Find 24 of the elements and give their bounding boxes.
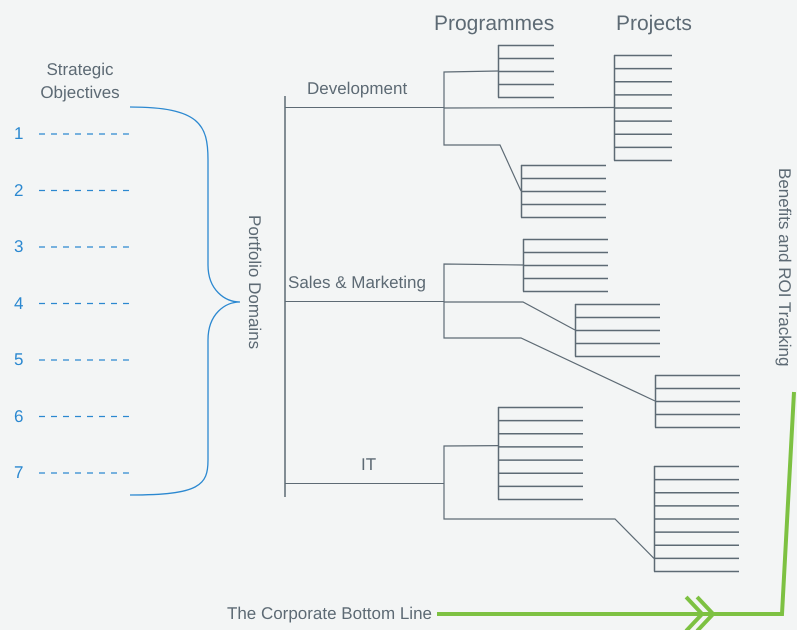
objective-number: 2	[14, 180, 24, 200]
ruled-block	[523, 239, 608, 291]
ruled-block	[521, 165, 606, 217]
domain-label: IT	[285, 454, 444, 484]
ruled-block	[654, 466, 739, 571]
domain-label: Sales & Marketing	[285, 272, 444, 302]
ruled-block	[575, 304, 660, 356]
objective-number: 5	[14, 350, 24, 370]
tracking-label: Benefits and ROI Tracking	[772, 168, 796, 392]
ruled-block	[498, 407, 583, 499]
ruled-block	[614, 55, 672, 160]
bottom-line-label: The Corporate Bottom Line	[192, 602, 432, 626]
column-heading: Programmes	[434, 12, 554, 36]
objective-number: 3	[14, 237, 24, 257]
objective-number: 6	[14, 406, 24, 426]
domain-label: Development	[285, 78, 444, 108]
bracket-label: Portfolio Domains	[244, 215, 264, 350]
ruled-block	[498, 45, 554, 97]
objective-number: 4	[14, 294, 24, 314]
objective-number: 7	[14, 463, 24, 483]
column-heading: Projects	[616, 12, 692, 36]
group-heading: Strategic Objectives	[39, 59, 121, 104]
ruled-block	[655, 375, 740, 427]
objective-number: 1	[14, 124, 24, 144]
